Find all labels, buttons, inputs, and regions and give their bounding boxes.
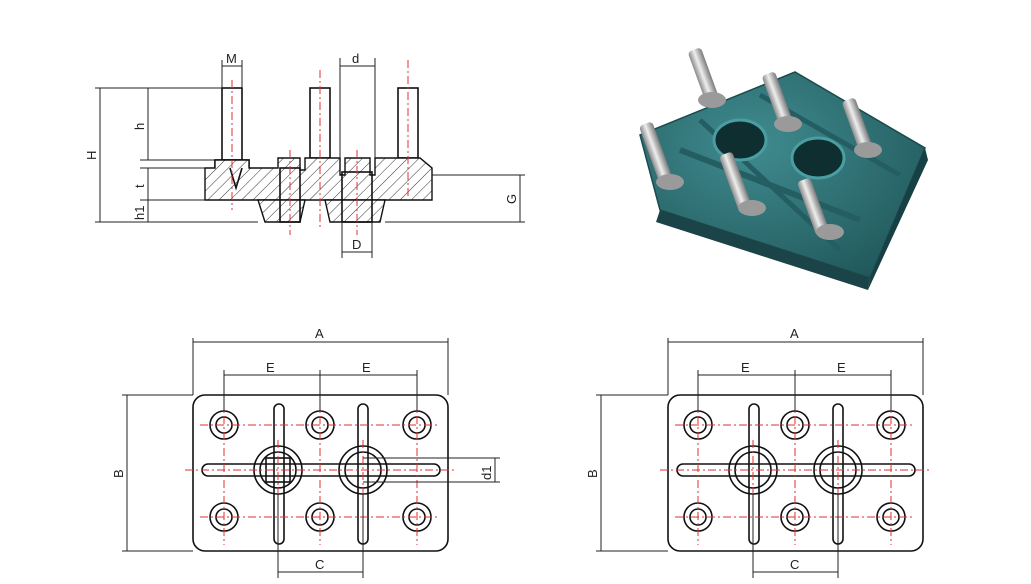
side-section-view: M d H h t h1 G D bbox=[84, 51, 525, 258]
board-edge-side bbox=[868, 148, 928, 290]
render-studs bbox=[639, 48, 882, 240]
label-A-left: A bbox=[315, 326, 324, 341]
label-C-left: C bbox=[315, 557, 324, 572]
terminal-board-render bbox=[639, 48, 928, 290]
render-hole-2 bbox=[790, 136, 846, 180]
label-D: D bbox=[352, 237, 361, 252]
label-C-right: C bbox=[790, 557, 799, 572]
label-h1: h1 bbox=[132, 206, 147, 220]
body-lower-boss-left bbox=[257, 199, 306, 223]
label-E2-left: E bbox=[362, 360, 371, 375]
render-hole-1 bbox=[712, 118, 768, 162]
body-section bbox=[204, 157, 433, 201]
label-A-right: A bbox=[790, 326, 799, 341]
label-G: G bbox=[504, 194, 519, 204]
label-d1-left: d1 bbox=[479, 466, 494, 480]
top-view-left: A E E B C d1 bbox=[111, 326, 500, 578]
label-B-left: B bbox=[111, 469, 126, 478]
label-d: d bbox=[352, 51, 359, 66]
board-edge-front bbox=[656, 210, 870, 290]
label-E1-left: E bbox=[266, 360, 275, 375]
label-H: H bbox=[84, 151, 99, 160]
label-M: M bbox=[226, 51, 237, 66]
label-B-right: B bbox=[585, 469, 600, 478]
stud-thread-v bbox=[229, 167, 243, 191]
label-E2-right: E bbox=[837, 360, 846, 375]
body-lower-boss-mid bbox=[324, 199, 386, 223]
label-E1-right: E bbox=[741, 360, 750, 375]
label-t: t bbox=[132, 184, 147, 188]
top-view-right: A E E B C bbox=[585, 326, 930, 578]
label-h: h bbox=[132, 123, 147, 130]
